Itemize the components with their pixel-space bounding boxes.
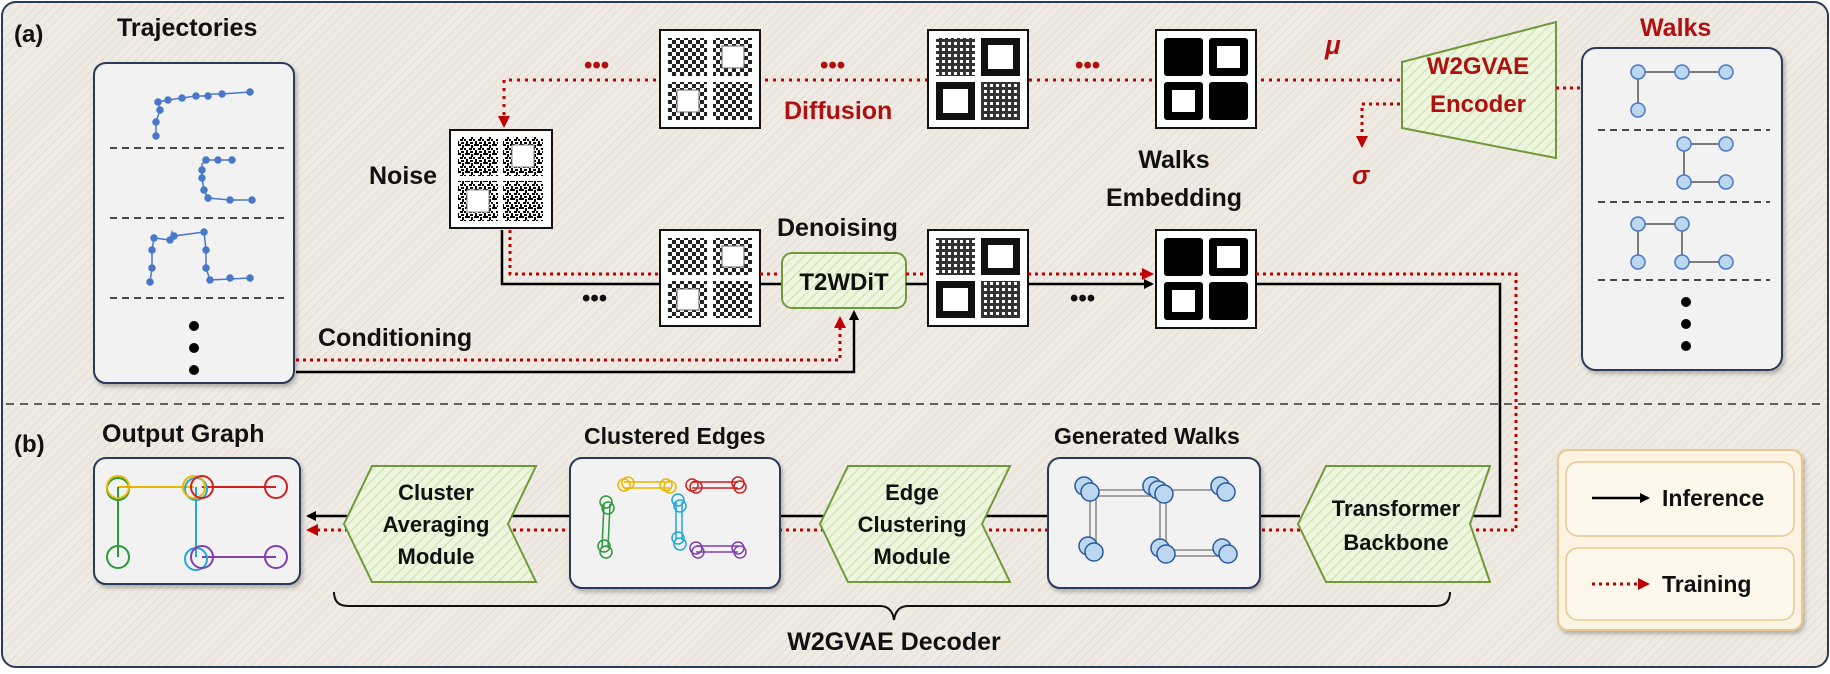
transformer-backbone: Transformer Backbone	[1296, 465, 1492, 583]
sigma-arrow	[1356, 102, 1400, 148]
clustered-edges-title: Clustered Edges	[584, 423, 766, 449]
legend-training-label: Training	[1662, 571, 1751, 597]
walks-panel	[1581, 47, 1783, 371]
encoder-label-1: W2GVAE	[1427, 53, 1529, 80]
diffusion-label: Diffusion	[784, 97, 892, 125]
mu-symbol: μ	[1324, 30, 1341, 60]
diffusion-latent-1	[659, 29, 761, 129]
trajectories-panel	[93, 62, 295, 384]
edge-clustering-line2: Clustering	[858, 512, 967, 537]
embed-to-transformer-training	[1256, 272, 1518, 532]
conditioning-label: Conditioning	[318, 324, 472, 352]
trajectory-2	[198, 156, 256, 204]
denoise-latent-1	[659, 229, 761, 327]
ellipsis-diffusion-3: •••	[1075, 52, 1100, 79]
cluster-averaging-line2: Averaging	[383, 512, 490, 537]
ellipsis-denoise-1: •••	[582, 285, 607, 312]
embed-to-transformer-inference	[1256, 282, 1502, 518]
edge-clustering-module: Edge Clustering Module	[818, 465, 1012, 583]
generated-walks-title: Generated Walks	[1054, 423, 1240, 449]
ellipsis-denoise-2: •••	[1070, 285, 1095, 312]
walks-embedding-label-2: Embedding	[1106, 184, 1242, 212]
noise-image	[449, 129, 553, 229]
cluster-averaging-module: Cluster Averaging Module	[342, 465, 538, 583]
encoder-label-2: Encoder	[1430, 91, 1526, 118]
diffusion-path	[498, 78, 1400, 128]
w2gvae-encoder: W2GVAE Encoder	[1401, 20, 1557, 160]
diffusion-latent-2	[927, 29, 1029, 129]
t2wdit-label: T2WDiT	[799, 269, 889, 296]
walks-embedding-label-1: Walks	[1138, 146, 1209, 174]
denoise-inference-line	[500, 230, 660, 286]
walk-1	[1630, 64, 1734, 118]
walks-title: Walks	[1640, 14, 1711, 42]
clustered-edges-panel	[569, 457, 781, 589]
cluster-averaging-line3: Module	[398, 544, 475, 569]
output-graph-panel	[93, 457, 301, 585]
panel-label-a: (a)	[14, 21, 43, 48]
conditioning-inference-arrow	[296, 310, 859, 374]
legend: Inference Training	[1557, 449, 1803, 631]
walks-embedding-image	[1155, 229, 1257, 329]
output-graph-title: Output Graph	[102, 420, 264, 448]
denoising-label: Denoising	[777, 214, 898, 242]
edge-clustering-line3: Module	[874, 544, 951, 569]
ellipsis-diffusion-2: •••	[820, 52, 845, 79]
generated-walks-panel	[1047, 457, 1261, 589]
legend-inference-label: Inference	[1662, 485, 1764, 511]
decoder-label: W2GVAE Decoder	[787, 628, 1001, 656]
trajectory-1	[152, 88, 254, 140]
denoise-training-line	[508, 230, 660, 276]
noise-label: Noise	[369, 162, 437, 190]
panel-label-b: (b)	[14, 431, 45, 458]
trajectory-3	[146, 228, 254, 286]
diffusion-latent-3	[1155, 29, 1257, 129]
trajectories-more-dots	[189, 321, 199, 375]
walk-3	[1630, 216, 1734, 270]
walk-2	[1676, 136, 1734, 190]
trajectories-title: Trajectories	[117, 14, 257, 42]
cluster-averaging-line1: Cluster	[398, 480, 474, 505]
transformer-line2: Backbone	[1343, 530, 1448, 555]
edge-clustering-line1: Edge	[885, 480, 939, 505]
transformer-line1: Transformer	[1332, 496, 1461, 521]
ellipsis-diffusion-1: •••	[584, 52, 609, 79]
denoise-latent-2	[927, 229, 1029, 327]
sigma-symbol: σ	[1352, 160, 1371, 190]
decoder-brace	[333, 591, 1451, 621]
t2wdit-block: T2WDiT	[781, 252, 907, 309]
walks-more-dots	[1681, 297, 1691, 351]
